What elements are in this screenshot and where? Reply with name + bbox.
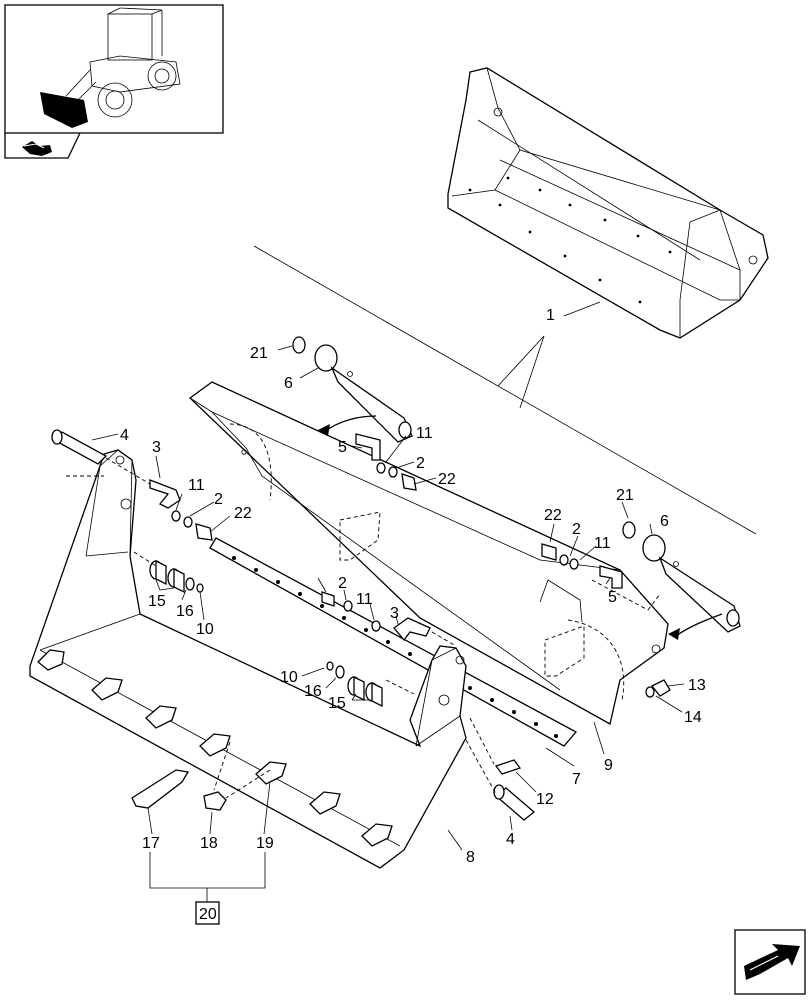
lever-5-right <box>599 565 623 589</box>
next-page-arrow-icon[interactable] <box>734 929 806 995</box>
callout-16: 16 <box>176 603 194 620</box>
callout-10: 10 <box>196 621 214 638</box>
callout-6: 6 <box>660 513 669 530</box>
callout-22: 22 <box>438 471 456 488</box>
callout-9: 9 <box>604 757 613 774</box>
callout-leaders <box>91 345 685 902</box>
previous-page-icon[interactable] <box>22 141 52 156</box>
kit-label-box: 20 <box>195 901 220 925</box>
callout-16: 16 <box>304 683 322 700</box>
callout-15: 15 <box>148 593 166 610</box>
lever-3-right <box>393 617 431 642</box>
callout-labels: 1 2 2 2 2 3 3 4 4 5 5 6 6 7 8 9 10 10 11… <box>120 307 706 866</box>
lever-3-left <box>149 479 181 509</box>
alignment-dashes <box>66 457 661 799</box>
callout-21: 21 <box>616 487 634 504</box>
callout-22: 22 <box>234 505 252 522</box>
callout-13: 13 <box>688 677 706 694</box>
callout-3: 3 <box>390 605 399 622</box>
callout-5: 5 <box>338 439 347 456</box>
tooth-parts <box>131 769 227 811</box>
callout-7: 7 <box>572 771 581 788</box>
callout-2: 2 <box>214 491 223 508</box>
callout-8: 8 <box>466 849 475 866</box>
assembled-bucket <box>447 67 769 339</box>
callout-10: 10 <box>280 669 298 686</box>
callout-2: 2 <box>572 521 581 538</box>
callout-11: 11 <box>594 535 611 552</box>
hydraulic-link-left <box>314 344 413 443</box>
callout-19: 19 <box>256 835 274 852</box>
callout-5: 5 <box>608 589 617 606</box>
lever-5-upper <box>355 433 381 461</box>
callout-18: 18 <box>200 835 218 852</box>
pin-upper-left <box>51 429 108 465</box>
bucket-teeth <box>37 649 393 847</box>
callout-2: 2 <box>338 575 347 592</box>
callout-3: 3 <box>152 439 161 456</box>
hardware-rings <box>171 336 671 698</box>
callout-14: 14 <box>684 709 702 726</box>
callout-2: 2 <box>416 455 425 472</box>
callout-21: 21 <box>250 345 268 362</box>
callout-15: 15 <box>328 695 346 712</box>
callout-4: 4 <box>506 831 515 848</box>
assembly-arrows <box>318 415 723 640</box>
callout-17: 17 <box>142 835 160 852</box>
kit-label-20: 20 <box>199 906 217 923</box>
bolt-12 <box>494 759 522 775</box>
hydraulic-link-right <box>642 534 741 633</box>
item-1-leaders <box>253 245 757 535</box>
pin-lower-right <box>493 784 536 821</box>
callout-4: 4 <box>120 427 129 444</box>
callout-11: 11 <box>416 425 433 442</box>
machine-thumbnail <box>4 4 224 159</box>
callout-1: 1 <box>546 307 555 324</box>
callout-11: 11 <box>356 591 373 608</box>
wear-strip-holes <box>232 556 558 738</box>
callout-22: 22 <box>544 507 562 524</box>
callout-6: 6 <box>284 375 293 392</box>
callout-12: 12 <box>536 791 554 808</box>
wheel-loader-bucket-icon <box>40 7 181 128</box>
callout-11: 11 <box>188 477 205 494</box>
bushings <box>149 559 383 708</box>
bucket-back-plate <box>188 381 669 725</box>
